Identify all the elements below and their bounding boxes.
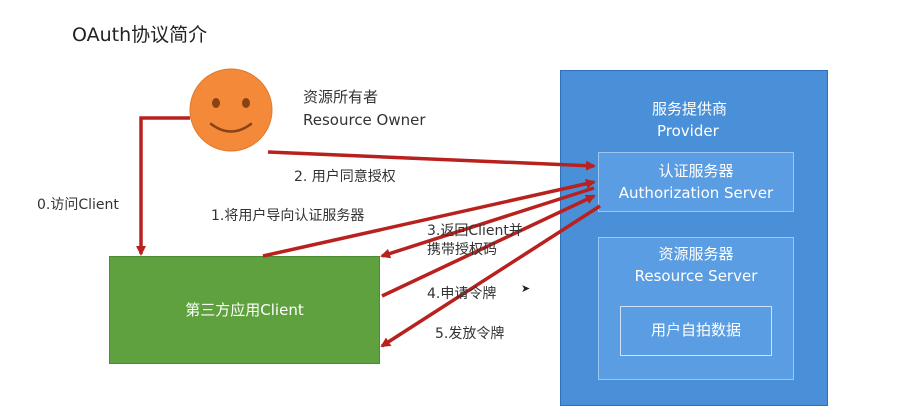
step-3-label-line1: 3.返回Client并 <box>427 223 523 239</box>
provider-title-en: Provider <box>657 122 719 140</box>
resource-owner-label: 资源所有者 Resource Owner <box>303 86 426 132</box>
step-2-label: 2. 用户同意授权 <box>294 169 396 185</box>
resource-server-label-cn: 资源服务器 <box>658 245 734 263</box>
step-3-label-line2: 携带授权码 <box>427 242 497 258</box>
resource-owner-label-en: Resource Owner <box>303 111 426 129</box>
step-3-label: 3.返回Client并 携带授权码 <box>427 222 523 260</box>
resource-owner-smiley-icon <box>189 68 273 152</box>
resource-server-box: 资源服务器 Resource Server <box>598 237 794 380</box>
authorization-server-label-en: Authorization Server <box>618 184 774 202</box>
authorization-server-label-cn: 认证服务器 <box>658 162 734 180</box>
step-5-label: 5.发放令牌 <box>435 326 505 342</box>
step-4-label: 4.申请令牌 <box>427 286 497 302</box>
authorization-server-box: 认证服务器 Authorization Server <box>598 152 794 212</box>
provider-title: 服务提供商 Provider <box>652 98 727 142</box>
arrow-step-0 <box>136 116 190 256</box>
mouse-cursor-icon: ➤ <box>521 282 531 295</box>
arrow-step-3 <box>380 186 595 259</box>
user-selfie-data-box: 用户自拍数据 <box>620 306 772 356</box>
client-box: 第三方应用Client <box>109 256 380 364</box>
arrow-step-2 <box>267 150 596 171</box>
provider-title-cn: 服务提供商 <box>652 100 728 118</box>
page-title: OAuth协议简介 <box>72 24 208 46</box>
step-1-label: 1.将用户导向认证服务器 <box>211 208 365 224</box>
arrow-step-1 <box>262 178 596 258</box>
arrow-step-4 <box>381 194 596 298</box>
resource-server-label-en: Resource Server <box>634 267 758 285</box>
arrow-step-5 <box>380 204 601 348</box>
step-0-label: 0.访问Client <box>37 197 119 213</box>
resource-owner-label-cn: 资源所有者 <box>303 88 379 106</box>
